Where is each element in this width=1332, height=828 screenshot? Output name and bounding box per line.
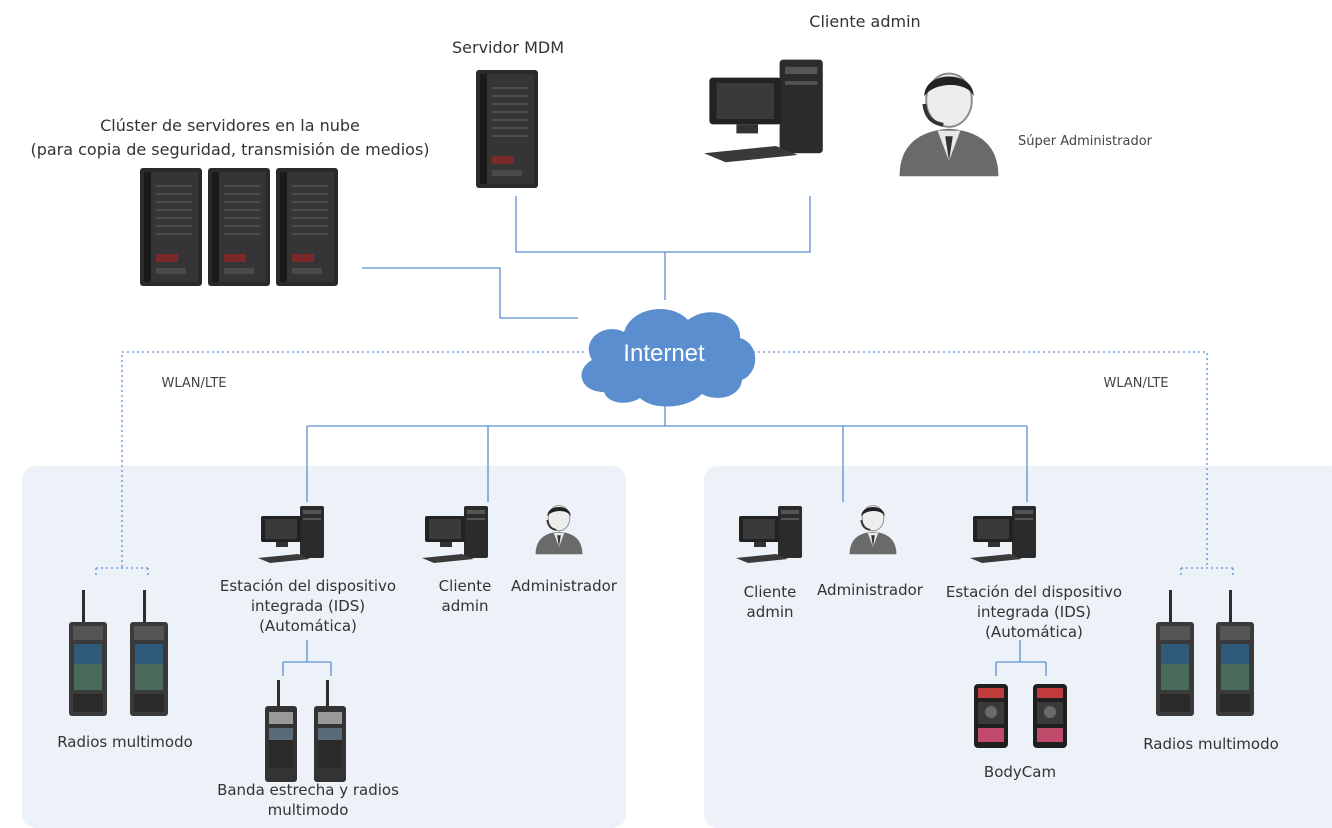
- left-ids-label-2: integrada (IDS): [250, 597, 366, 615]
- left-admin-person-icon: [534, 504, 584, 556]
- bodycam-icon: [974, 684, 1008, 748]
- super-admin-person-icon: [897, 71, 1001, 179]
- bodycam-icon: [1033, 684, 1067, 748]
- narrowband-radio-icon: [265, 680, 297, 782]
- cloud-cluster-label-2: (para copia de seguridad, transmisión de…: [30, 140, 430, 159]
- backbone-links: [282, 196, 1047, 676]
- cloud-cluster-label-1: Clúster de servidores en la nube: [100, 116, 360, 135]
- top-admin-pc-icon: [704, 59, 823, 163]
- wlan-left-label: WLAN/LTE: [161, 376, 227, 391]
- right-ids-pc-icon: [970, 506, 1036, 563]
- bodycam-label: BodyCam: [983, 763, 1057, 781]
- narrowband-radio-icon: [314, 680, 346, 782]
- server-tower-icon: [207, 167, 271, 287]
- internet-cloud-icon: [581, 308, 756, 407]
- wlan-links: [95, 351, 1234, 578]
- left-ids-label-1: Estación del dispositivo: [219, 577, 397, 595]
- left-ids-label-3: (Automática): [259, 617, 357, 635]
- mdm-server-icon: [475, 69, 539, 189]
- right-client-label-1: Cliente: [743, 583, 797, 601]
- left-ids-pc-icon: [258, 506, 324, 563]
- right-admin-person-icon: [848, 504, 898, 556]
- left-client-label-2: admin: [441, 597, 489, 615]
- cloud-server-cluster: [139, 167, 339, 287]
- multimode-radio-icon: [69, 590, 107, 716]
- mdm-server-label: Servidor MDM: [451, 38, 565, 57]
- left-client-label-1: Cliente: [438, 577, 492, 595]
- right-admin-label: Administrador: [817, 581, 923, 599]
- internet-label: Internet: [623, 340, 705, 367]
- right-ids-label-3: (Automática): [985, 623, 1083, 641]
- right-ids-label-2: integrada (IDS): [976, 603, 1092, 621]
- left-admin-pc-icon: [422, 506, 488, 563]
- left-radios-label: Radios multimodo: [57, 733, 193, 751]
- multimode-radio-icon: [1156, 590, 1194, 716]
- narrowband-label-1: Banda estrecha y radios: [217, 781, 399, 799]
- wlan-right-label: WLAN/LTE: [1103, 376, 1169, 391]
- right-radios-label: Radios multimodo: [1143, 735, 1279, 753]
- super-admin-label: Súper Administrador: [1018, 134, 1152, 149]
- server-tower-icon: [275, 167, 339, 287]
- multimode-radio-icon: [1216, 590, 1254, 716]
- top-admin-client-label: Cliente admin: [809, 12, 921, 31]
- server-tower-icon: [139, 167, 203, 287]
- right-client-label-2: admin: [746, 603, 794, 621]
- left-admin-label: Administrador: [511, 577, 617, 595]
- right-ids-label-1: Estación del dispositivo: [945, 583, 1123, 601]
- narrowband-label-2: multimodo: [267, 801, 349, 819]
- right-admin-pc-icon: [736, 506, 802, 563]
- multimode-radio-icon: [130, 590, 168, 716]
